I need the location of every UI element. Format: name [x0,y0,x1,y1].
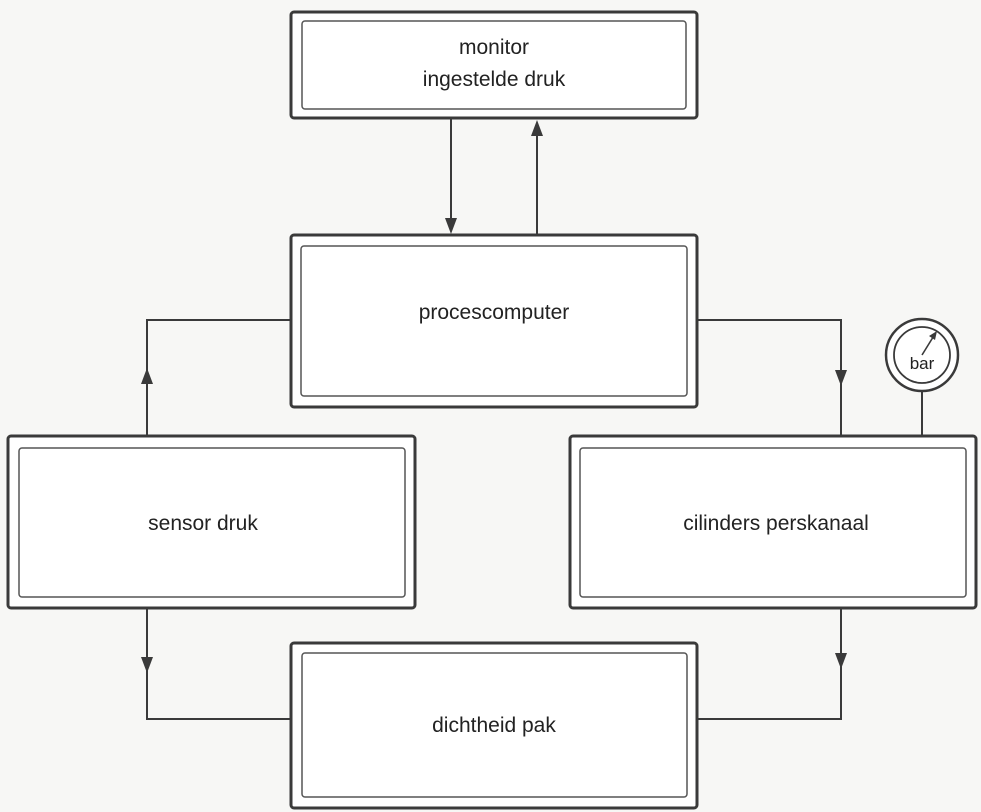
gauge-needle-tip-icon [929,331,937,340]
procescomputer-label: procescomputer [419,301,570,324]
monitor-box: monitor ingestelde druk [289,10,699,120]
arrow-sensor-to-procescomputer [141,319,291,436]
gauge-label: bar [910,354,935,373]
dichtheid-box: dichtheid pak [289,641,699,810]
dichtheid-label: dichtheid pak [432,714,556,737]
arrow-sensor-dichtheid-link [141,608,291,720]
arrow-cilinders-to-dichtheid [697,608,847,720]
monitor-label-line2: ingestelde druk [423,68,566,91]
arrow-monitor-to-procescomputer [445,118,457,234]
cilinders-box: cilinders perskanaal [568,434,978,610]
procescomputer-box: procescomputer [289,233,699,409]
arrow-procescomputer-to-cilinders [697,319,847,436]
pressure-gauge: bar [884,317,960,436]
sensor-box: sensor druk [6,434,417,610]
monitor-label-line1: monitor [459,36,529,59]
sensor-label: sensor druk [148,512,258,535]
arrow-procescomputer-to-monitor [531,120,543,235]
cilinders-label: cilinders perskanaal [683,512,869,535]
